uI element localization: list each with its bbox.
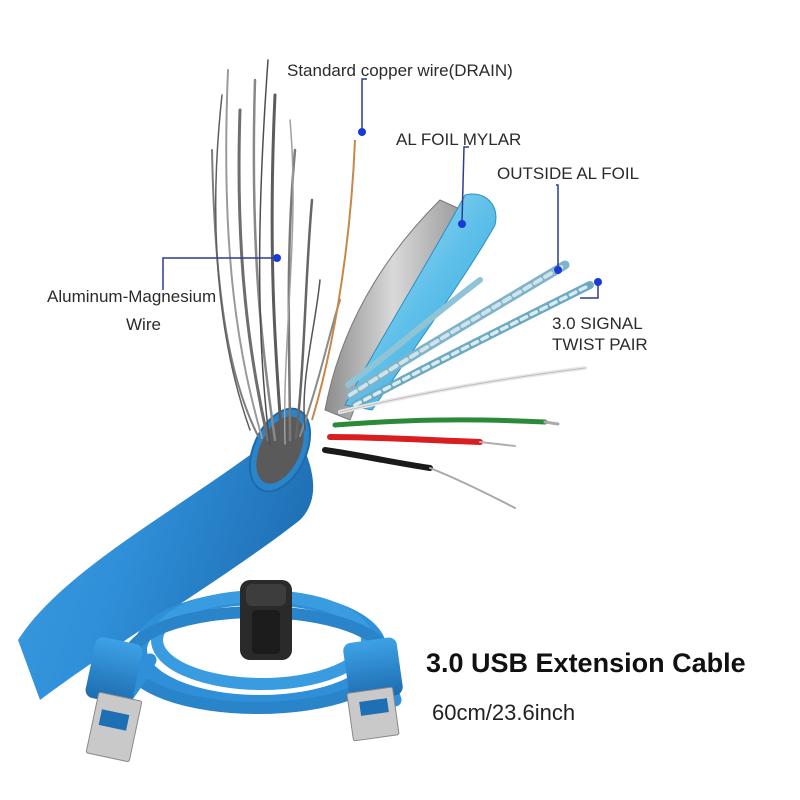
label-al-foil-mylar: AL FOIL MYLAR (396, 130, 522, 149)
label-drain-wire: Standard copper wire(DRAIN) (287, 61, 513, 80)
product-title: 3.0 USB Extension Cable (426, 648, 746, 678)
label-signal-line1: 3.0 SIGNAL (552, 314, 643, 333)
leader-lines (162, 78, 599, 299)
drain-wire (311, 139, 356, 421)
label-alumg-line1: Aluminum-Magnesium (47, 287, 217, 306)
power-data-wires (322, 366, 587, 509)
label-signal-line2: TWIST PAIR (552, 335, 648, 355)
usb-a-connector-icon-right (343, 637, 403, 742)
leader-dots (273, 128, 602, 286)
label-signal-twist-pair: 3.0 SIGNAL TWIST PAIR (552, 313, 648, 356)
product-size: 60cm/23.6inch (432, 700, 576, 725)
usb-a-connector-icon (85, 637, 143, 763)
label-aluminum-magnesium-wire: Aluminum-Magnesium Wire (47, 287, 216, 336)
label-alumg-line2: Wire (126, 315, 161, 335)
signal-pairs (345, 260, 594, 409)
velcro-strap-icon (240, 580, 292, 660)
label-outside-al-foil: OUTSIDE AL FOIL (497, 164, 640, 183)
